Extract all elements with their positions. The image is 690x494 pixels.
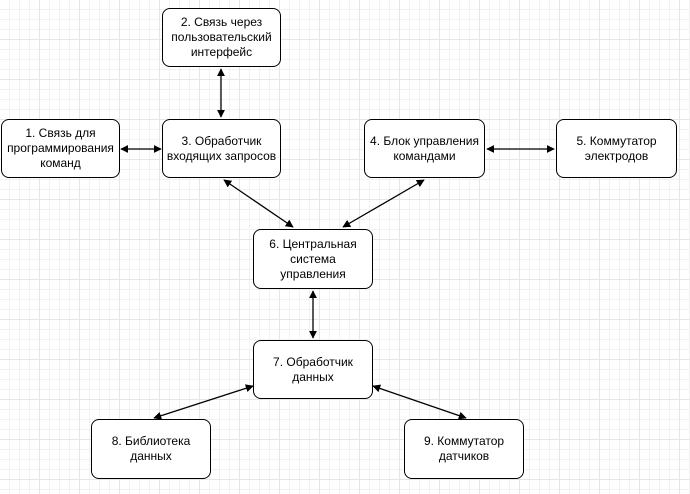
- connector-n4-n6[interactable]: [342, 179, 425, 228]
- node-user-interface-link[interactable]: 2. Связь через пользовательский интерфей…: [162, 8, 281, 67]
- node-label: 7. Обработчик данных: [273, 354, 353, 384]
- node-label: 9. Коммутатор датчиков: [423, 434, 505, 463]
- connector-n3-n6[interactable]: [223, 179, 294, 228]
- node-label: 8. Библиотека данных: [111, 434, 191, 463]
- node-label: 1. Связь для программирования команд: [7, 126, 114, 170]
- connectors: [120, 68, 555, 420]
- node-data-library[interactable]: 8. Библиотека данных: [91, 419, 211, 479]
- node-label: 6. Центральная система управления: [269, 236, 357, 281]
- node-label: 2. Связь через пользовательский интерфей…: [171, 15, 272, 59]
- node-label: 4. Блок управления командами: [370, 133, 479, 163]
- node-label: 5. Коммутатор электродов: [576, 133, 657, 163]
- node-incoming-request-handler[interactable]: 3. Обработчик входящих запросов: [162, 119, 281, 178]
- node-command-control-unit[interactable]: 4. Блок управления командами: [364, 119, 485, 178]
- connector-n7-n9[interactable]: [372, 384, 467, 420]
- node-central-control-system[interactable]: 6. Центральная система управления: [253, 229, 373, 289]
- node-data-processor[interactable]: 7. Обработчик данных: [253, 340, 373, 399]
- node-command-programming-link[interactable]: 1. Связь для программирования команд: [1, 119, 120, 178]
- connector-n7-n8[interactable]: [153, 384, 254, 420]
- node-sensor-switch[interactable]: 9. Коммутатор датчиков: [404, 419, 524, 479]
- node-label: 3. Обработчик входящих запросов: [166, 133, 277, 163]
- node-electrode-switch[interactable]: 5. Коммутатор электродов: [556, 119, 677, 178]
